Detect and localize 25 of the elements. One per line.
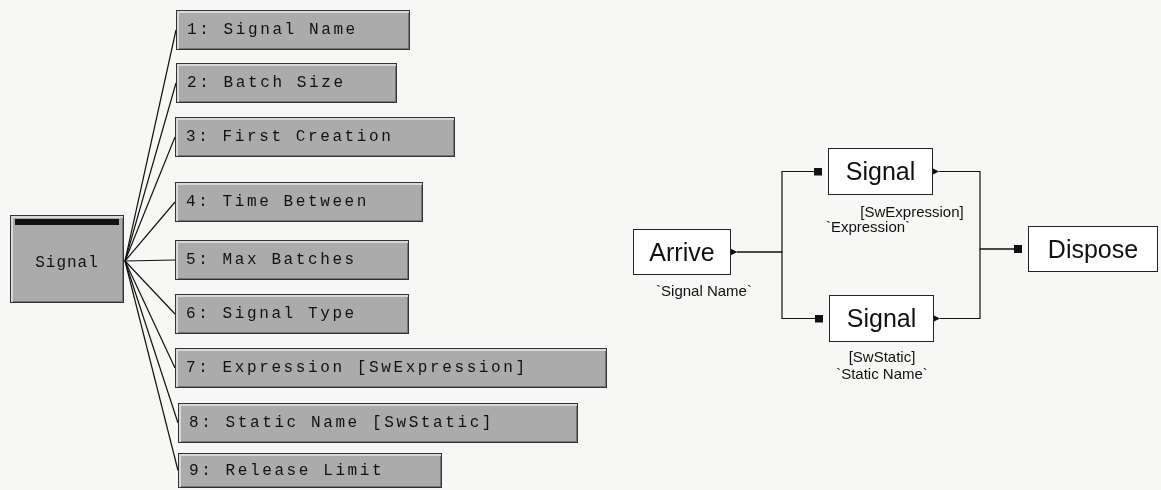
operand-field-box: 6: Signal Type [175,294,409,334]
parameter-label: [SwStatic] [848,349,916,365]
operand-field-box: 5: Max Batches [175,240,409,280]
module-box: Dispose [1028,226,1158,272]
module-block: Signal [10,215,124,303]
parameter-label: `Static Name` [836,366,928,382]
operand-field-box: 9: Release Limit [178,453,442,488]
connector-line [124,259,176,262]
connector-line [124,260,176,369]
operand-field-box: 2: Batch Size [176,63,397,103]
parameter-label: [SwExpression] [860,204,964,220]
module-box: Signal [828,148,933,195]
operand-field-box: 1: Signal Name [176,10,410,50]
connector-line [124,136,176,262]
connector-line [124,201,176,262]
operand-field-box: 8: Static Name [SwStatic] [178,403,578,443]
connector-line [124,260,176,315]
operand-field-box: 4: Time Between [175,182,423,222]
operand-field-box: 3: First Creation [175,117,455,157]
parameter-label: `Signal Name` [656,283,752,299]
connector-line [124,260,179,472]
module-box: Signal [829,295,934,342]
operand-field-box: 7: Expression [SwExpression] [175,348,607,388]
module-box: Arrive [633,229,731,275]
connector [729,248,824,323]
